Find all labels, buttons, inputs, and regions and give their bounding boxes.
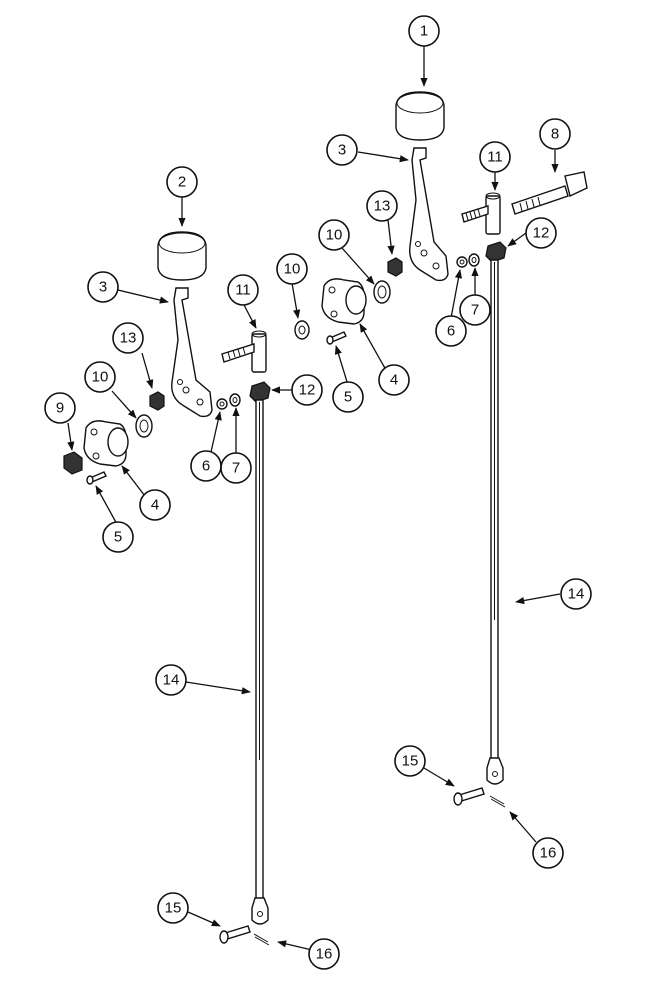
callout-13-right: 13 xyxy=(366,190,398,222)
svg-text:14: 14 xyxy=(568,586,585,603)
pivot-bracket-right xyxy=(321,278,367,325)
callout-9: 9 xyxy=(44,392,76,424)
callout-14-right: 14 xyxy=(560,578,592,610)
svg-text:11: 11 xyxy=(235,282,251,299)
callout-2: 2 xyxy=(166,166,198,198)
callout-5-right: 5 xyxy=(332,381,364,413)
svg-text:6: 6 xyxy=(202,458,210,475)
locknut-left xyxy=(149,391,165,411)
callout-4-left: 4 xyxy=(139,489,171,521)
svg-text:10: 10 xyxy=(92,369,109,386)
clevis-left xyxy=(221,330,267,373)
callout-4-right: 4 xyxy=(378,364,410,396)
washer-right xyxy=(456,256,468,268)
callout-15-right: 15 xyxy=(394,745,426,777)
cotter-pin-right xyxy=(489,795,506,808)
bolt-right xyxy=(511,171,588,215)
svg-text:12: 12 xyxy=(533,225,550,242)
rod-left xyxy=(251,399,269,925)
svg-text:4: 4 xyxy=(390,372,398,389)
svg-text:3: 3 xyxy=(99,279,107,296)
locknut-right xyxy=(387,257,403,277)
pedal-arm-right xyxy=(409,147,449,282)
callout-11-left: 11 xyxy=(227,274,259,306)
svg-text:7: 7 xyxy=(471,302,479,319)
cotter-pin-left xyxy=(253,933,270,946)
nut-right xyxy=(485,241,507,263)
svg-text:10: 10 xyxy=(326,227,343,244)
callout-5-left: 5 xyxy=(102,521,134,553)
callout-14-left: 14 xyxy=(155,664,187,696)
svg-text:1: 1 xyxy=(420,23,428,40)
pedal-pad-left xyxy=(157,231,207,281)
callout-10-right-a: 10 xyxy=(318,219,350,251)
spacer-washer-left xyxy=(135,414,153,438)
svg-text:9: 9 xyxy=(56,400,64,417)
leader-lines xyxy=(67,46,561,951)
svg-text:4: 4 xyxy=(151,497,159,514)
svg-text:16: 16 xyxy=(540,845,557,862)
nut-left xyxy=(249,381,271,403)
pivot-bracket-left xyxy=(83,420,129,467)
callout-7-right: 7 xyxy=(459,294,491,326)
pin-left xyxy=(219,925,251,944)
callout-16-right: 16 xyxy=(532,837,564,869)
svg-text:3: 3 xyxy=(338,142,346,159)
callout-6-right: 6 xyxy=(435,315,467,347)
svg-text:8: 8 xyxy=(551,126,559,143)
callout-12-left: 12 xyxy=(291,374,323,406)
pedal-arm-left xyxy=(171,287,213,418)
washer-left xyxy=(216,398,228,410)
callout-10-left: 10 xyxy=(84,361,116,393)
pin-right xyxy=(453,787,485,806)
svg-text:13: 13 xyxy=(120,330,137,347)
callout-12-right: 12 xyxy=(525,217,557,249)
callout-1: 1 xyxy=(408,15,440,47)
callout-3-left: 3 xyxy=(87,271,119,303)
svg-text:7: 7 xyxy=(232,460,240,477)
spacer-washer-right-a xyxy=(373,280,391,304)
lock-washer-left xyxy=(229,393,241,407)
lock-washer-right xyxy=(468,253,480,267)
callout-3-right: 3 xyxy=(326,134,358,166)
svg-text:11: 11 xyxy=(487,149,503,166)
svg-text:15: 15 xyxy=(402,753,419,770)
svg-text:16: 16 xyxy=(316,946,333,963)
svg-text:12: 12 xyxy=(299,382,316,399)
callout-11-right: 11 xyxy=(479,141,511,173)
svg-text:5: 5 xyxy=(114,529,122,546)
callout-10-right-b: 10 xyxy=(276,253,308,285)
svg-text:15: 15 xyxy=(165,900,182,917)
callout-15-left: 15 xyxy=(157,892,189,924)
hex-nut-left xyxy=(63,451,83,475)
callout-7-left: 7 xyxy=(220,452,252,484)
screw-right xyxy=(326,331,347,345)
callout-16-left: 16 xyxy=(308,938,340,970)
svg-text:6: 6 xyxy=(447,323,455,340)
pedal-pad-right xyxy=(395,91,445,141)
callout-13-left: 13 xyxy=(112,322,144,354)
screw-left xyxy=(86,471,107,485)
rod-right xyxy=(486,259,504,785)
svg-text:5: 5 xyxy=(344,389,352,406)
clevis-right xyxy=(461,192,501,235)
spacer-washer-right-b xyxy=(294,320,310,340)
svg-text:14: 14 xyxy=(163,672,180,689)
svg-text:13: 13 xyxy=(374,198,391,215)
callout-8: 8 xyxy=(539,118,571,150)
svg-text:10: 10 xyxy=(284,261,301,278)
svg-text:2: 2 xyxy=(178,174,186,191)
callout-6-left: 6 xyxy=(190,450,222,482)
